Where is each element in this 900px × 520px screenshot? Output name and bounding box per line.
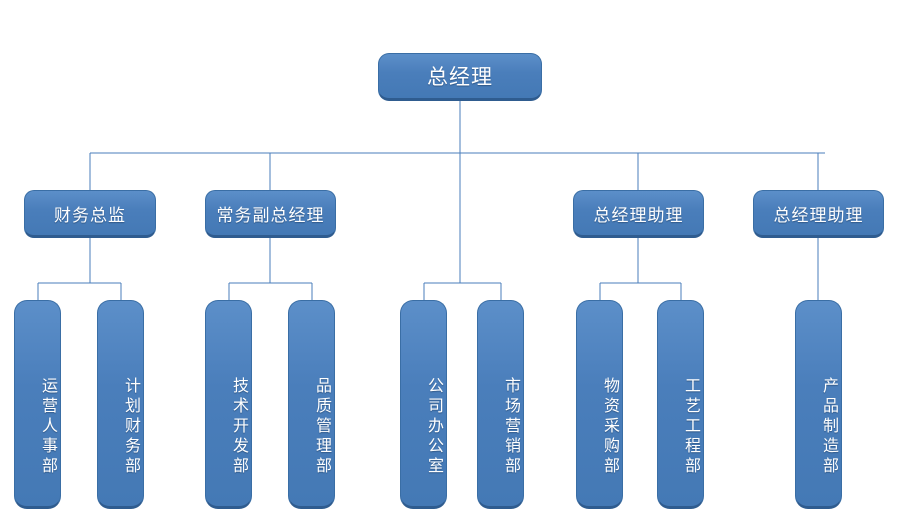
node-quality-management-dept[interactable]: 品质管理部 [288,300,335,509]
node-label: 财务总监 [54,205,126,226]
node-label: 总经理助理 [773,205,864,226]
node-label: 公司办公室 [425,376,444,477]
node-label: 品质管理部 [313,376,332,477]
node-executive-deputy-gm[interactable]: 常务副总经理 [205,190,336,238]
node-label: 常务副总经理 [216,205,325,226]
node-label: 技术开发部 [230,376,249,477]
node-label: 市场营销部 [502,376,521,477]
node-marketing-dept[interactable]: 市场营销部 [477,300,524,509]
node-label: 计划财务部 [122,376,141,477]
node-operations-hr-dept[interactable]: 运营人事部 [14,300,61,509]
node-label: 总经理助理 [593,205,684,226]
node-product-manufacturing-dept[interactable]: 产品制造部 [795,300,842,509]
node-label: 运营人事部 [39,376,58,477]
node-cfo[interactable]: 财务总监 [24,190,156,238]
node-planning-finance-dept[interactable]: 计划财务部 [97,300,144,509]
node-materials-procurement-dept[interactable]: 物资采购部 [576,300,623,509]
node-label: 产品制造部 [820,376,839,477]
node-label: 总经理 [427,65,493,89]
node-label: 物资采购部 [601,376,620,477]
node-gm-assistant-1[interactable]: 总经理助理 [573,190,704,238]
node-label: 工艺工程部 [682,376,701,477]
node-general-manager[interactable]: 总经理 [378,53,542,101]
node-process-engineering-dept[interactable]: 工艺工程部 [657,300,704,509]
node-gm-assistant-2[interactable]: 总经理助理 [753,190,884,238]
node-technology-development-dept[interactable]: 技术开发部 [205,300,252,509]
node-company-office[interactable]: 公司办公室 [400,300,447,509]
